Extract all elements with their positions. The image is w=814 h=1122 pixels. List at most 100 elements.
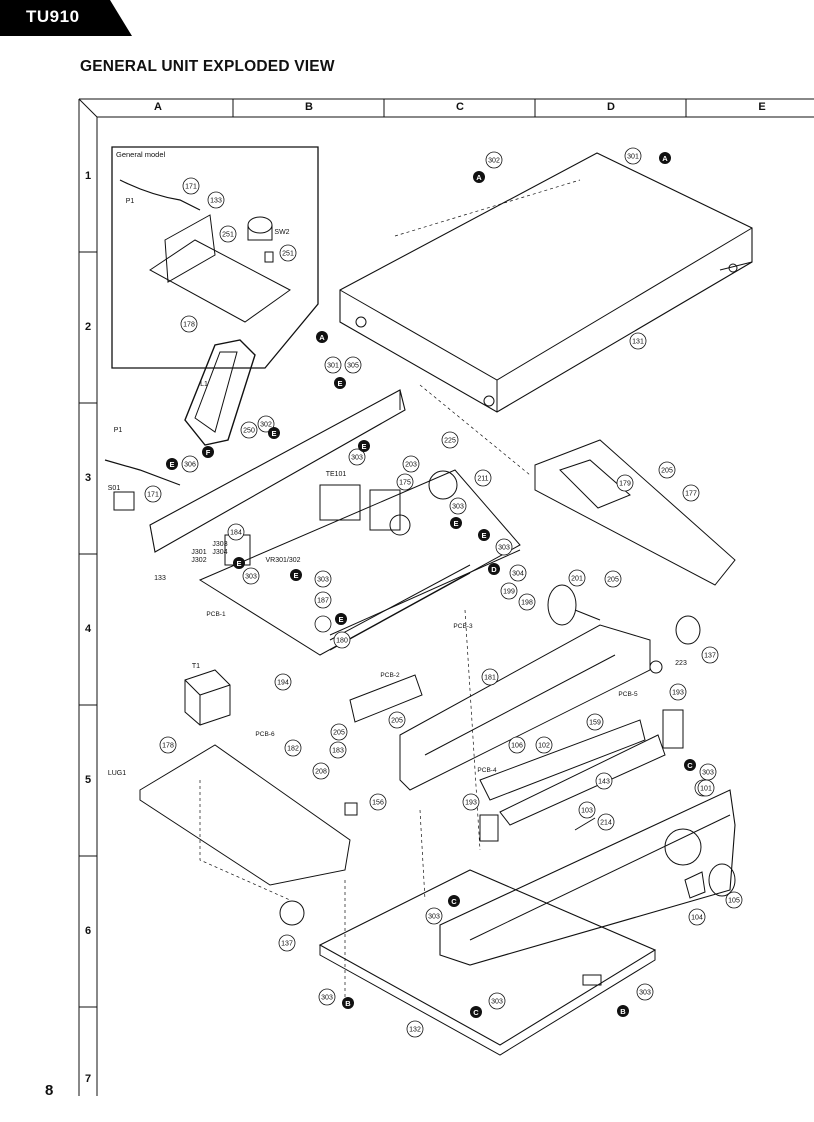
inset-178: 178: [183, 322, 195, 329]
row-6: 6: [85, 925, 92, 937]
marker-b2: B: [620, 1007, 626, 1016]
callout-305: 305: [347, 363, 359, 370]
marker-c2: C: [451, 897, 457, 906]
label-vr301-302: VR301/302: [265, 557, 300, 564]
callout-303j: 303: [639, 990, 651, 997]
callout-193b: 193: [465, 800, 477, 807]
callout-131: 131: [632, 339, 644, 346]
callout-303a: 303: [351, 455, 363, 462]
callout-214: 214: [600, 820, 612, 827]
callout-184: 184: [230, 530, 242, 537]
row-3: 3: [85, 472, 92, 484]
callout-205d: 205: [391, 718, 403, 725]
inset-title: General model: [116, 150, 166, 159]
marker-e3: E: [169, 460, 174, 469]
marker-e2: E: [271, 429, 276, 438]
callout-303h: 303: [321, 995, 333, 1002]
inset-sw2: SW2: [274, 229, 289, 236]
callout-303i: 303: [491, 999, 503, 1006]
label-j301: J301: [191, 549, 206, 556]
callout-180: 180: [336, 638, 348, 645]
model-tab: TU910: [0, 0, 132, 36]
column-e: E: [758, 101, 766, 113]
label-t1: T1: [192, 663, 200, 670]
row-5: 5: [85, 774, 92, 786]
marker-e5: E: [453, 519, 458, 528]
callout-205a: 205: [661, 468, 673, 475]
callout-181: 181: [484, 675, 496, 682]
callout-183: 183: [332, 748, 344, 755]
marker-e8: E: [293, 571, 298, 580]
callout-156: 156: [372, 800, 384, 807]
page-title: GENERAL UNIT EXPLODED VIEW: [80, 58, 335, 75]
callout-306: 306: [184, 462, 196, 469]
callout-303b: 303: [452, 504, 464, 511]
row-7: 7: [85, 1073, 92, 1085]
marker-e9: E: [338, 615, 343, 624]
marker-a3: A: [319, 333, 325, 342]
callout-304: 304: [512, 571, 524, 578]
callout-143: 143: [598, 779, 610, 786]
callout-104: 104: [691, 915, 703, 922]
callout-105: 105: [728, 898, 740, 905]
inset-251b: 251: [282, 251, 294, 258]
inset-p1: P1: [126, 198, 135, 205]
label-s01: S01: [108, 485, 121, 492]
label-p1: P1: [114, 427, 123, 434]
callout-198: 198: [521, 600, 533, 607]
label-pcb1: PCB-1: [206, 611, 226, 618]
callout-203: 203: [405, 462, 417, 469]
marker-e6: E: [481, 531, 486, 540]
label-pcb6: PCB-6: [255, 731, 275, 738]
inset-171: 171: [185, 184, 197, 191]
marker-d1: D: [491, 565, 497, 574]
callout-302: 302: [488, 158, 500, 165]
label-pcb4: PCB-4: [477, 767, 497, 774]
label-te101: TE101: [326, 471, 347, 478]
callout-208: 208: [315, 769, 327, 776]
label-pcb3: PCB-3: [453, 623, 473, 630]
callout-101: 101: [700, 786, 712, 793]
row-2: 2: [85, 321, 92, 333]
callout-179: 179: [619, 481, 631, 488]
label-j303: J303: [212, 541, 227, 548]
marker-f1: F: [206, 448, 211, 457]
marker-a1: A: [476, 173, 482, 182]
column-a: A: [154, 101, 162, 113]
callout-302b: 302: [260, 422, 272, 429]
callout-103: 103: [581, 808, 593, 815]
callout-106: 106: [511, 743, 523, 750]
label-j304: J304: [212, 549, 227, 556]
callout-205b: 205: [607, 577, 619, 584]
row-1: 1: [85, 170, 92, 182]
callout-178: 178: [162, 743, 174, 750]
marker-c1: C: [687, 761, 693, 770]
marker-b1: B: [345, 999, 351, 1008]
callout-137b: 137: [281, 941, 293, 948]
tab-shape: [0, 0, 132, 36]
callout-187: 187: [317, 598, 329, 605]
callout-132: 132: [409, 1027, 421, 1034]
model-label: TU910: [26, 7, 80, 26]
label-j302: J302: [191, 557, 206, 564]
label-pcb2: PCB-2: [380, 672, 400, 679]
label-pcb5: PCB-5: [618, 691, 638, 698]
callout-193a: 193: [672, 690, 684, 697]
callout-102: 102: [538, 743, 550, 750]
row-4: 4: [85, 623, 92, 635]
callout-182: 182: [287, 746, 299, 753]
marker-e7: E: [236, 559, 241, 568]
callout-194: 194: [277, 680, 289, 687]
column-d: D: [607, 101, 615, 113]
callout-301: 301: [627, 154, 639, 161]
page-number: 8: [45, 1082, 54, 1099]
inset-133: 133: [210, 198, 222, 205]
inset-251a: 251: [222, 232, 234, 239]
callout-159: 159: [589, 720, 601, 727]
callout-223: 223: [675, 660, 687, 667]
callout-250: 250: [243, 428, 255, 435]
marker-c3: C: [473, 1008, 479, 1017]
callout-303e: 303: [317, 577, 329, 584]
callout-201: 201: [571, 576, 583, 583]
